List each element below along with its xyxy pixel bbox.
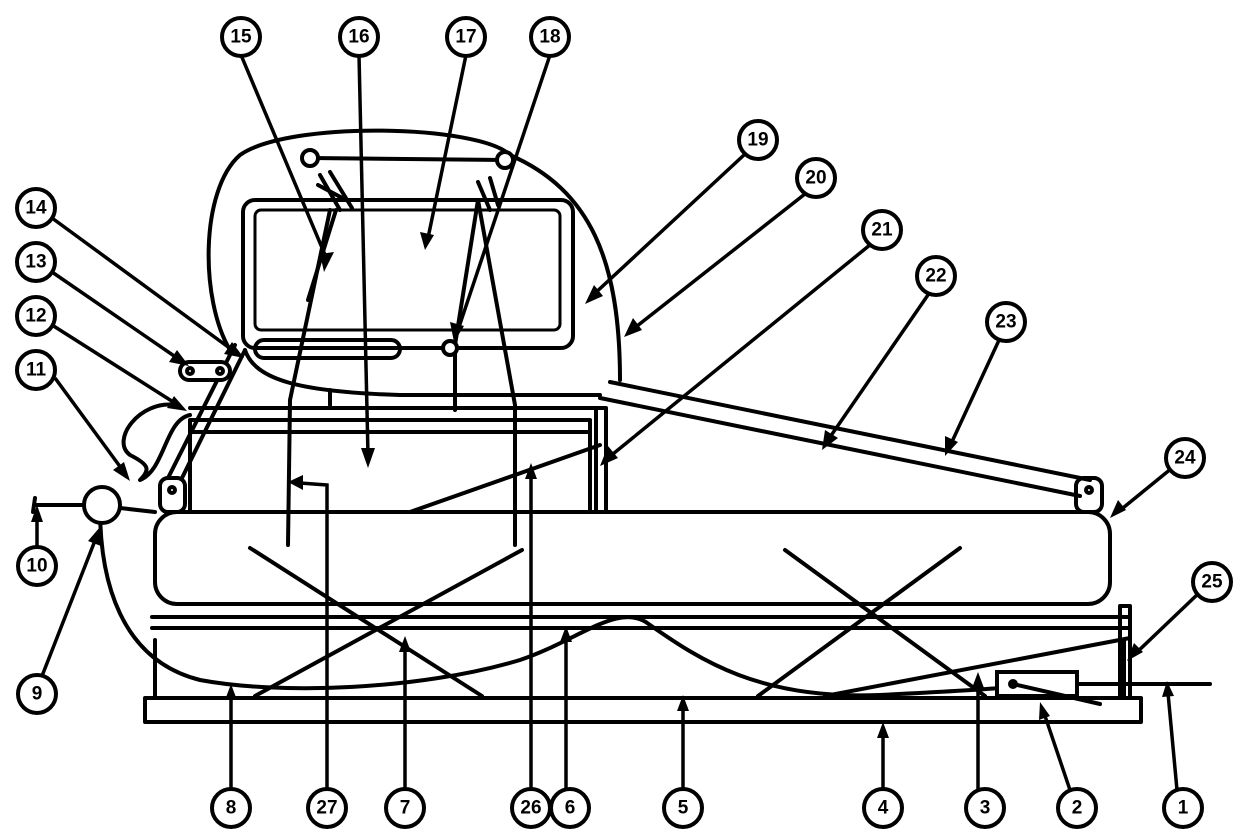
callout-4: 4 [862, 787, 904, 829]
leader-lines [31, 54, 1202, 791]
svg-text:1: 1 [1178, 798, 1189, 819]
callout-23: 23 [985, 301, 1027, 343]
svg-text:6: 6 [565, 798, 576, 819]
top-pivot-left [300, 148, 320, 168]
callout-9: 9 [16, 673, 58, 715]
callout-2: 2 [1056, 787, 1098, 829]
svg-text:5: 5 [678, 798, 689, 819]
svg-text:4: 4 [878, 798, 889, 819]
callout-7: 7 [384, 787, 426, 829]
callout-3: 3 [964, 787, 1006, 829]
svg-text:8: 8 [226, 798, 237, 819]
rail-end-post [1118, 604, 1132, 700]
callout-27: 27 [306, 787, 348, 829]
svg-text:17: 17 [455, 27, 476, 48]
strut-bottom [598, 396, 1082, 498]
svg-text:3: 3 [980, 798, 991, 819]
callout-26: 26 [510, 787, 552, 829]
callout-11: 11 [15, 349, 57, 391]
svg-text:10: 10 [26, 556, 47, 577]
callouts: 15 16 17 18 19 20 21 22 23 24 25 14 13 1… [15, 16, 1233, 829]
lower-scissor [248, 546, 1132, 698]
callout-21: 21 [861, 209, 903, 251]
callout-25: 25 [1191, 561, 1233, 603]
svg-text:15: 15 [230, 27, 252, 48]
svg-text:12: 12 [25, 306, 46, 327]
callout-18: 18 [529, 16, 571, 58]
callout-24: 24 [1164, 437, 1206, 479]
lower-frame [153, 638, 1126, 700]
svg-text:22: 22 [925, 266, 946, 287]
callout-19: 19 [737, 119, 779, 161]
svg-text:24: 24 [1174, 448, 1196, 469]
svg-text:13: 13 [25, 252, 46, 273]
callout-10: 10 [16, 545, 58, 587]
screen-frame [241, 198, 575, 350]
svg-text:21: 21 [871, 220, 893, 241]
base-plate [143, 696, 1143, 724]
callout-6: 6 [549, 787, 591, 829]
left-bracket [158, 476, 187, 514]
svg-text:16: 16 [348, 27, 369, 48]
mid-pivot [441, 339, 459, 357]
callout-1: 1 [1162, 787, 1204, 829]
svg-text:23: 23 [995, 312, 1016, 333]
svg-text:26: 26 [520, 798, 541, 819]
top-pivot-right [495, 150, 515, 170]
callout-14: 14 [15, 187, 57, 229]
wheel-housing [206, 128, 622, 382]
svg-text:18: 18 [539, 27, 560, 48]
callout-8: 8 [210, 787, 252, 829]
pivot-ball [82, 485, 122, 525]
platform [153, 510, 1112, 606]
hose-loop [121, 402, 192, 482]
callout-12: 12 [15, 295, 57, 337]
callout-15: 15 [220, 16, 262, 58]
svg-text:2: 2 [1072, 798, 1083, 819]
svg-text:14: 14 [25, 198, 47, 219]
callout-16: 16 [338, 16, 380, 58]
svg-text:9: 9 [32, 684, 43, 705]
callout-20: 20 [795, 157, 837, 199]
callout-22: 22 [915, 255, 957, 297]
callout-17: 17 [445, 16, 487, 58]
svg-text:20: 20 [805, 168, 826, 189]
screen [253, 208, 562, 332]
callout-13: 13 [15, 241, 57, 283]
svg-text:7: 7 [400, 798, 411, 819]
strut-top [608, 380, 1092, 482]
callout-5: 5 [662, 787, 704, 829]
svg-text:11: 11 [26, 360, 47, 381]
svg-text:19: 19 [747, 130, 768, 151]
svg-text:27: 27 [316, 798, 337, 819]
machine-drawing [31, 128, 1212, 724]
inner-arm-right [476, 198, 517, 547]
link-plate [178, 360, 232, 382]
svg-text:25: 25 [1201, 572, 1223, 593]
hose [98, 506, 1002, 698]
